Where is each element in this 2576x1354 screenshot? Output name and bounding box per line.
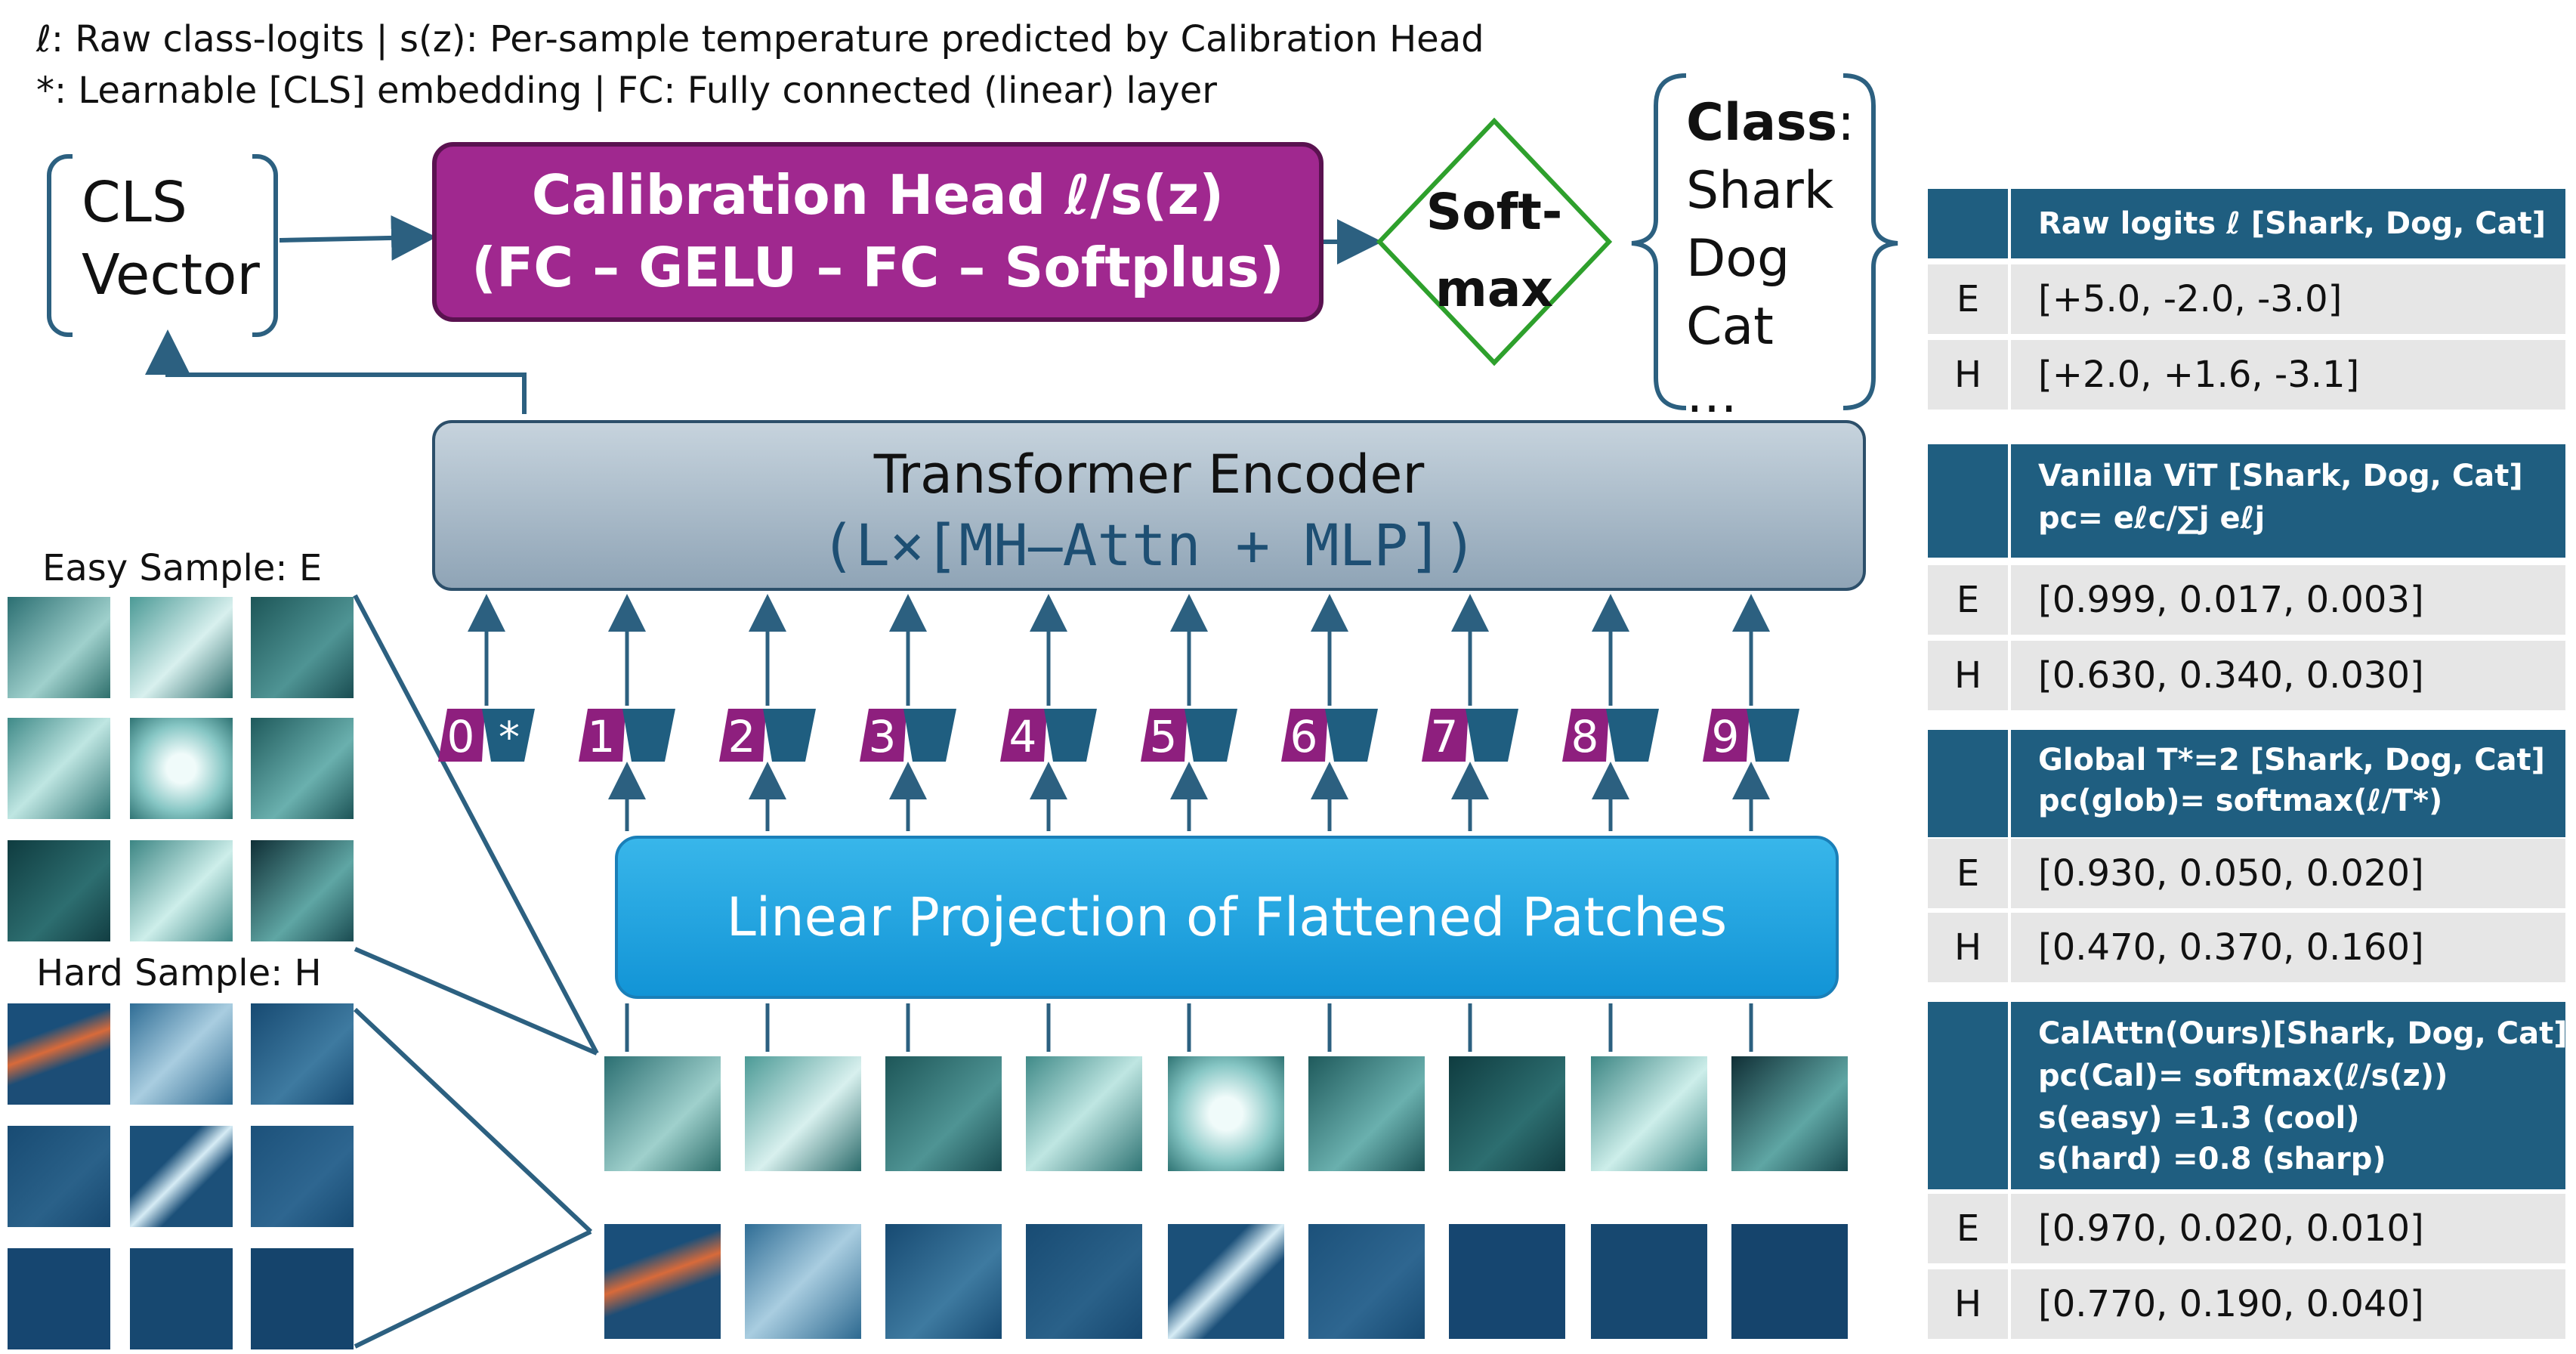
transformer-encoder-box: Transformer Encoder (L×[MH–Attn + MLP]) [432,420,1866,591]
hard-sample-label: Hard Sample: H [36,952,322,994]
encoder-formula: (L×[MH–Attn + MLP]) [820,512,1478,579]
token-position-embedding [719,709,766,762]
token-index-label: 7 [1430,711,1459,762]
legend-line-1: ℓ: Raw class-logits | s(z): Per-sample t… [36,18,1484,60]
table-row: E[+5.0, -2.0, -3.0] [1928,264,2565,334]
linear-projection-box: Linear Projection of Flattened Patches [615,836,1839,999]
calibration-head-title: Calibration Head ℓ/s(z) [531,163,1225,227]
cls-vector-label: CLS Vector [82,170,260,308]
calibration-head-formula: (FC – GELU – FC – Softplus) [471,236,1284,299]
token-position-embedding [1281,709,1328,762]
token-patch-embedding [482,709,535,762]
class-brace-right [1842,73,1898,410]
class-item: Cat [1686,297,1774,357]
token-index-label: 1 [587,711,616,762]
token-position-embedding [579,709,625,762]
easy-sample-label: Easy Sample: E [42,547,323,589]
table-row: H[0.770, 0.190, 0.040] [1928,1269,2565,1339]
softmax-label: Soft- max [1425,183,1563,318]
token-index-label: 2 [727,711,756,762]
token-position-embedding [1562,709,1609,762]
table-row: E[0.930, 0.050, 0.020] [1928,839,2565,908]
token-index-label: 8 [1571,711,1599,762]
token-patch-embedding [622,709,675,762]
token-position-embedding [1703,709,1750,762]
token-index-label: 5 [1149,711,1178,762]
token-index-label: 9 [1711,711,1740,762]
class-item: Shark [1686,161,1834,221]
token-patch-embedding [1466,709,1518,762]
class-list: Class: Shark Dog Cat … [1686,89,1855,429]
token-patch-embedding [1606,709,1659,762]
class-item: … [1686,365,1737,425]
token-index-label: 3 [868,711,897,762]
table-row: E[0.970, 0.020, 0.010] [1928,1194,2565,1263]
table-calattn-header: CalAttn(Ours)[Shark, Dog, Cat] pc(Cal)= … [1928,1002,2568,1189]
token-position-embedding [438,709,485,762]
class-brace-left [1631,73,1687,410]
cls-bracket-left [47,154,73,337]
table-global-t-header: Global T*=2 [Shark, Dog, Cat] pc(glob)= … [1928,730,2565,837]
arrow-encoder-to-cls [145,329,527,414]
sample-fan-lines [353,594,599,1349]
cls-bracket-right [252,154,278,337]
token-patch-embedding [1044,709,1097,762]
softmax-diamond [1376,117,1613,366]
token-position-embedding [1141,709,1188,762]
encoder-title: Transformer Encoder [873,444,1425,505]
table-row: H[0.630, 0.340, 0.030] [1928,641,2565,710]
token-patch-embedding [763,709,816,762]
table-vanilla-vit-header: Vanilla ViT [Shark, Dog, Cat] pc= eℓc/∑j… [1928,444,2565,558]
token-position-embedding [860,709,907,762]
token-patch-embedding [903,709,956,762]
table-raw-logits-header: Raw logits ℓ [Shark, Dog, Cat] [1928,189,2565,258]
token-index-label: 0 [446,711,475,762]
table-row: H[+2.0, +1.6, -3.1] [1928,340,2565,410]
token-index-label: 6 [1290,711,1318,762]
token-index-label: 4 [1008,711,1037,762]
table-row: H[0.470, 0.370, 0.160] [1928,913,2565,982]
token-position-embedding [1000,709,1047,762]
legend-line-2: *: Learnable [CLS] embedding | FC: Fully… [36,70,1217,112]
token-position-embedding [1422,709,1469,762]
class-item: Dog [1686,229,1790,289]
token-patch-embedding [1325,709,1378,762]
table-row: E[0.999, 0.017, 0.003] [1928,565,2565,635]
arrow-cls-to-head [279,215,437,261]
cls-token-symbol: * [499,713,520,762]
token-patch-embedding [1185,709,1237,762]
calibration-head-box: Calibration Head ℓ/s(z) (FC – GELU – FC … [432,142,1324,322]
token-patch-embedding [1747,709,1799,762]
